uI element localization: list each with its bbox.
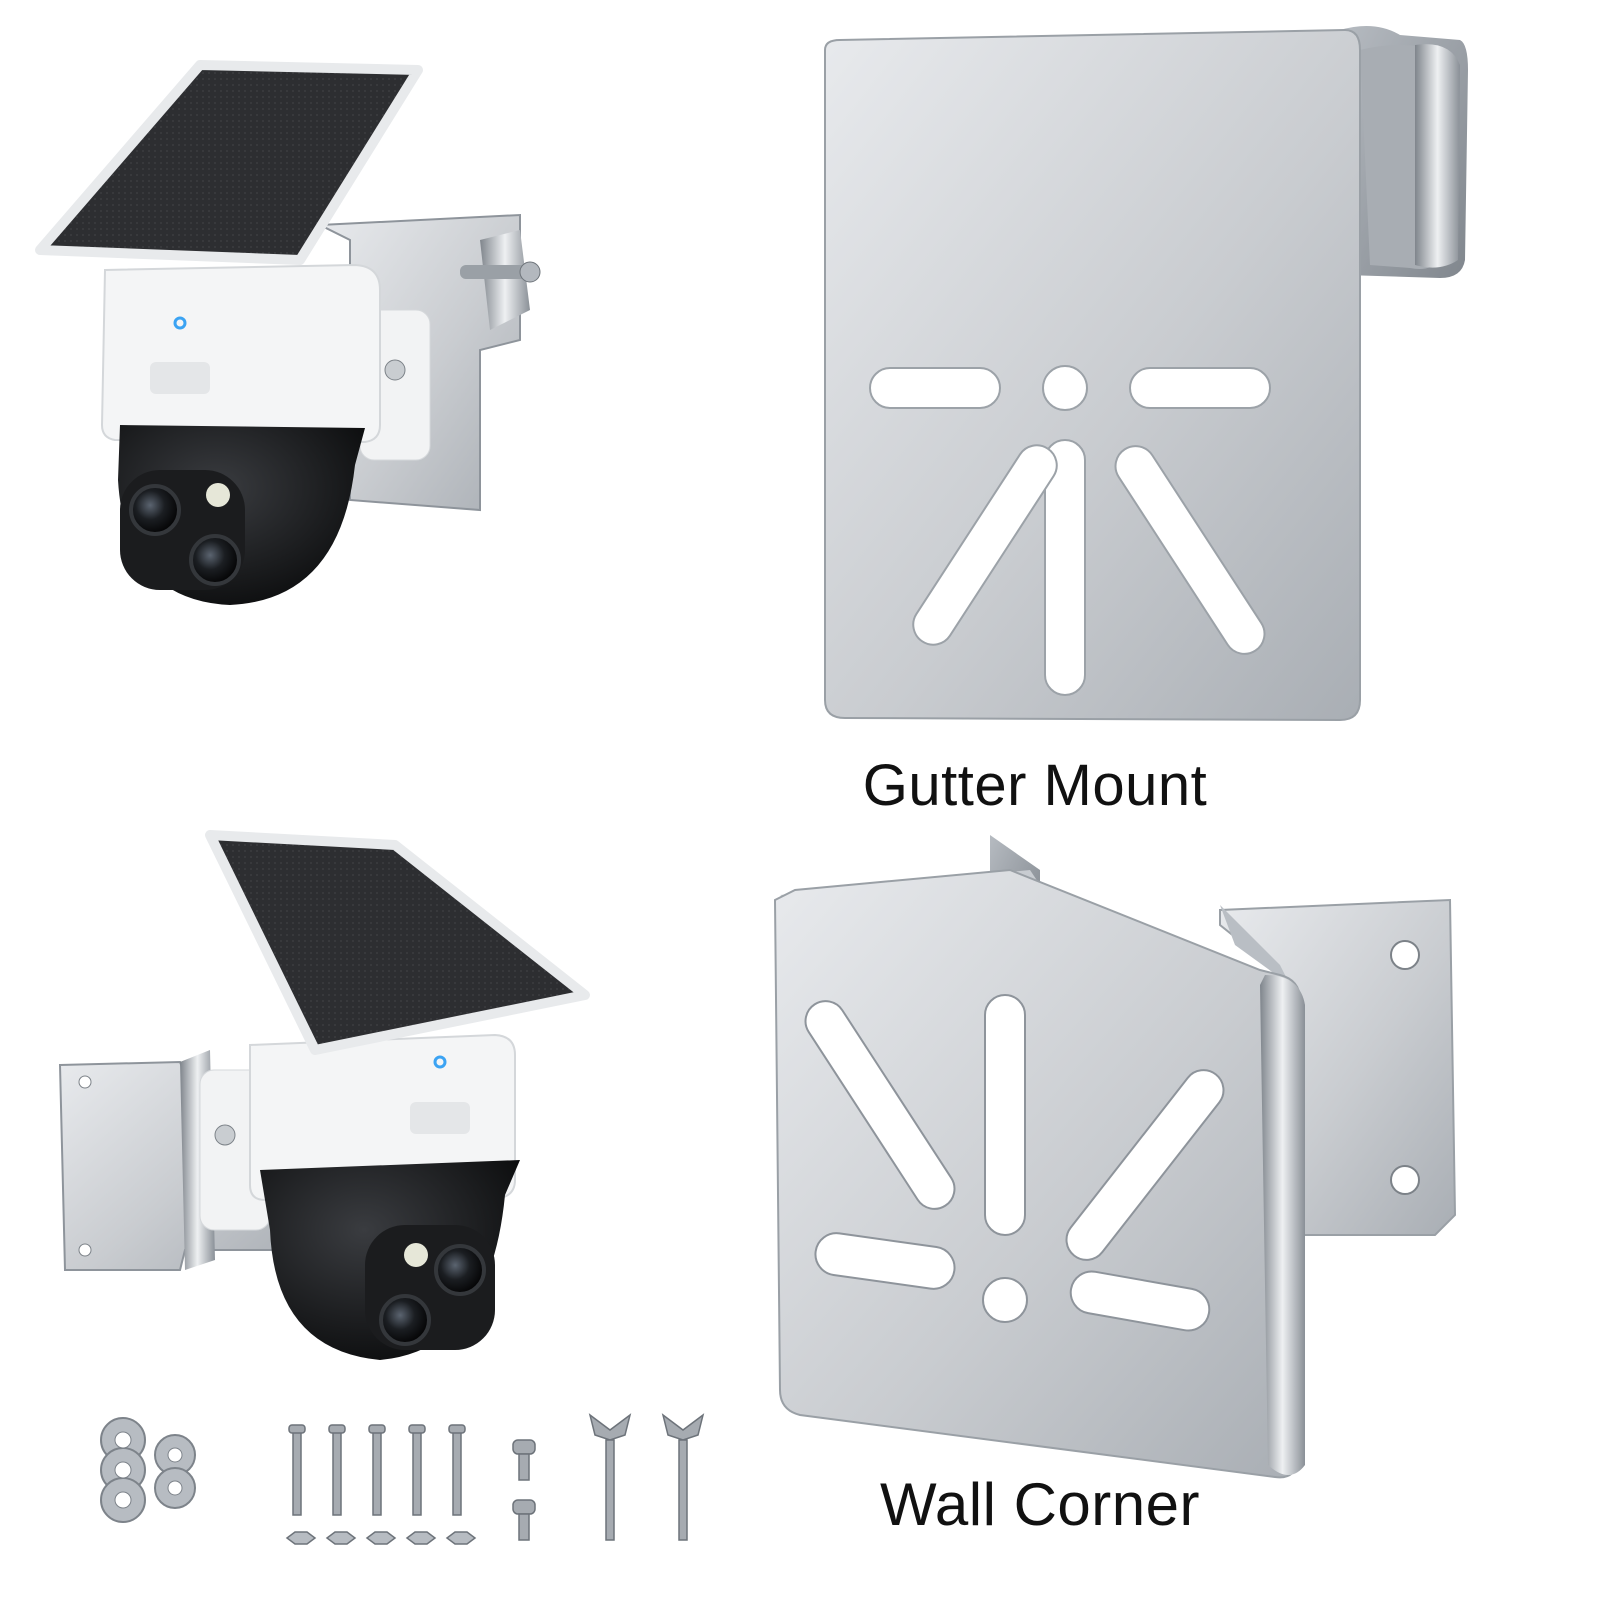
solar-camera-gutter xyxy=(20,40,580,620)
gutter-mount-caption: Gutter Mount xyxy=(862,753,1208,818)
solar-camera-corner xyxy=(50,830,610,1390)
hardware-kit xyxy=(95,1400,745,1560)
wall-corner-caption: Wall Corner xyxy=(879,1471,1200,1538)
gutter-mount-bracket xyxy=(800,10,1500,730)
wall-corner-bracket xyxy=(760,825,1480,1485)
